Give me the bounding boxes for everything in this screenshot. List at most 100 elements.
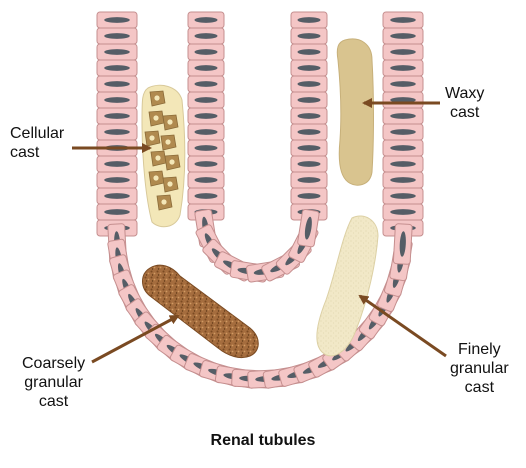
epithelial-cell [188, 140, 224, 156]
cell-nucleus [297, 81, 320, 87]
epithelial-cell [291, 172, 327, 188]
cell-nucleus [104, 33, 130, 39]
cell-nucleus [390, 177, 416, 183]
epithelial-cell [97, 92, 137, 108]
epithelial-cell [393, 224, 412, 265]
cell-nucleus [104, 161, 130, 167]
epithelial-cell [383, 12, 423, 28]
cell-nucleus [194, 81, 217, 87]
waxy-cast-label: Waxy cast [445, 84, 484, 122]
cell-nucleus [194, 17, 217, 23]
cell-nucleus [104, 177, 130, 183]
cell-nucleus [297, 193, 320, 199]
epithelial-cell [383, 140, 423, 156]
epithelial-cell [97, 12, 137, 28]
epithelial-cell [291, 108, 327, 124]
cast-cell-center [165, 139, 170, 144]
epithelial-cell [291, 156, 327, 172]
cast-cell-center [153, 175, 158, 180]
cell-nucleus [297, 145, 320, 151]
epithelial-cell [383, 204, 423, 220]
cell-nucleus [297, 33, 320, 39]
epithelial-cell [291, 76, 327, 92]
cell-nucleus [194, 145, 217, 151]
cell-nucleus [104, 17, 130, 23]
cellular-cast-label: Cellular cast [10, 124, 64, 162]
epithelial-cell [291, 44, 327, 60]
cell-nucleus [390, 209, 416, 215]
cell-nucleus [104, 81, 130, 87]
cell-nucleus [390, 17, 416, 23]
cell-nucleus [297, 161, 320, 167]
finely-granular-cast-label: Finely granular cast [450, 340, 509, 397]
cast-cell-center [149, 135, 154, 140]
epithelial-cell [291, 140, 327, 156]
cellular-cast-label-line2: cast [10, 143, 64, 162]
epithelial-cell [188, 28, 224, 44]
cast-cell-center [155, 155, 160, 160]
cell-nucleus [390, 161, 416, 167]
epithelial-cell [97, 124, 137, 140]
epithelial-cell [383, 188, 423, 204]
cell-nucleus [194, 33, 217, 39]
epithelial-cell [97, 188, 137, 204]
cell-nucleus [390, 193, 416, 199]
finely-granular-cast-label-line1: Finely [450, 340, 509, 359]
epithelial-cell [97, 204, 137, 220]
cell-nucleus [390, 113, 416, 119]
cell-nucleus [297, 65, 320, 71]
cell-nucleus [104, 193, 130, 199]
cell-nucleus [104, 129, 130, 135]
epithelial-cell [97, 44, 137, 60]
epithelial-cell [383, 44, 423, 60]
cell-nucleus [390, 49, 416, 55]
cell-nucleus [390, 33, 416, 39]
cast-cell-center [154, 95, 159, 100]
epithelial-cell [97, 156, 137, 172]
cell-nucleus [104, 65, 130, 71]
cast-cell-center [167, 181, 172, 186]
epithelial-cell [188, 172, 224, 188]
epithelial-cell [383, 92, 423, 108]
epithelial-cell [97, 28, 137, 44]
cell-nucleus [390, 145, 416, 151]
cast-cell-center [161, 199, 166, 204]
epithelial-cell [188, 60, 224, 76]
epithelial-cell [291, 188, 327, 204]
epithelial-cell [291, 60, 327, 76]
cell-nucleus [297, 113, 320, 119]
diagram-caption: Renal tubules [0, 432, 526, 450]
epithelial-cell [188, 188, 224, 204]
epithelial-cell [188, 92, 224, 108]
epithelial-cell [97, 76, 137, 92]
cell-nucleus [194, 97, 217, 103]
epithelial-cell [383, 108, 423, 124]
cell-nucleus [390, 65, 416, 71]
finely-granular-cast-label-line3: cast [450, 378, 509, 397]
epithelial-cell [188, 156, 224, 172]
epithelial-cell [383, 76, 423, 92]
cell-nucleus [297, 129, 320, 135]
cell-nucleus [194, 161, 217, 167]
cell-nucleus [390, 81, 416, 87]
epithelial-cell [291, 12, 327, 28]
epithelial-cell [97, 172, 137, 188]
cell-nucleus [297, 97, 320, 103]
cast-cell-center [169, 159, 174, 164]
epithelial-cell [188, 124, 224, 140]
cell-nucleus [390, 129, 416, 135]
epithelial-cell [188, 108, 224, 124]
cell-nucleus [194, 49, 217, 55]
epithelial-cell [383, 124, 423, 140]
epithelial-cell [383, 156, 423, 172]
cell-nucleus [194, 113, 217, 119]
cellular-cast [142, 85, 185, 226]
casts [142, 39, 378, 358]
epithelial-cell [188, 12, 224, 28]
epithelial-cell [188, 44, 224, 60]
epithelial-cell [383, 60, 423, 76]
coarsely-granular-cast-label-line3: cast [22, 392, 85, 411]
cast-cell-center [153, 115, 158, 120]
epithelial-cell [291, 124, 327, 140]
epithelial-cell [291, 28, 327, 44]
